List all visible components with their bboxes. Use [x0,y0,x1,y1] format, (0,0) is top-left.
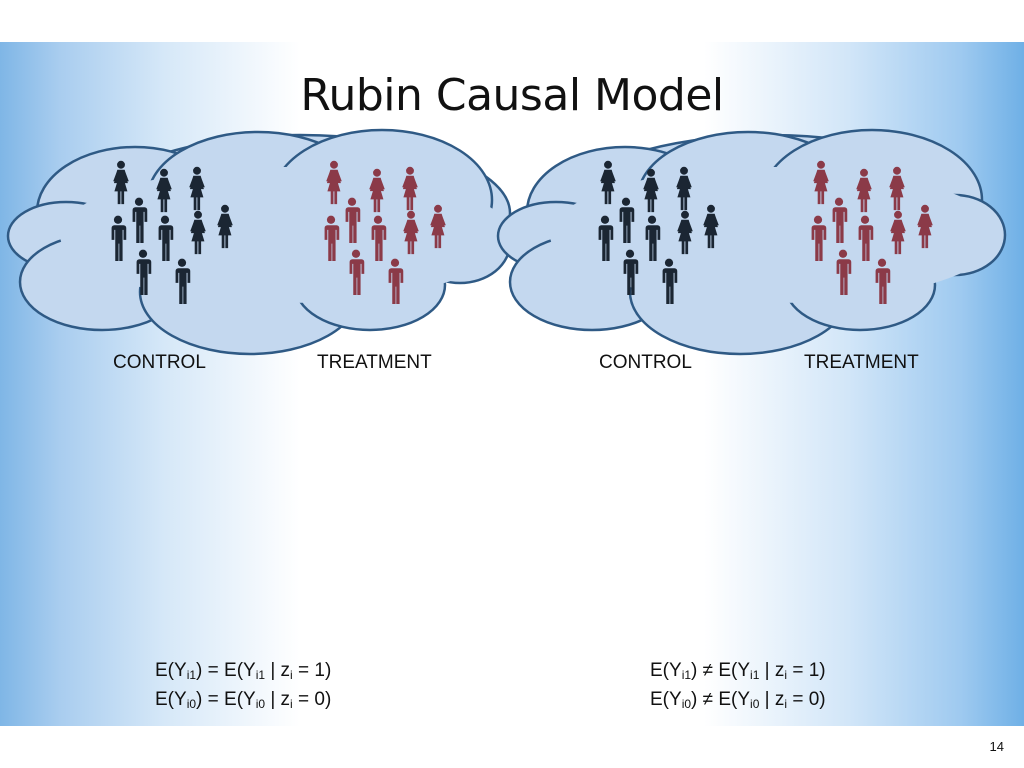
right-equations: E(Yi1) ≠ E(Yi1 | zi = 1) E(Yi0) ≠ E(Yi0 … [650,656,826,714]
bottom-band [0,726,1024,768]
page-number: 14 [989,739,1004,754]
equation-line: E(Yi1) = E(Yi1 | zi = 1) [155,660,332,682]
slide-title: Rubin Causal Model [300,70,724,121]
top-band [0,0,1024,42]
left-control-label: CONTROL [113,352,206,373]
right-control-label: CONTROL [599,352,692,373]
equation-line: E(Yi1) ≠ E(Yi1 | zi = 1) [650,660,826,682]
equation-line: E(Yi0) ≠ E(Yi0 | zi = 0) [650,689,826,711]
left-treatment-label: TREATMENT [317,352,432,373]
equation-line: E(Yi0) = E(Yi0 | zi = 0) [155,689,332,711]
right-cloud [496,128,1007,356]
right-treatment-label: TREATMENT [804,352,919,373]
left-equations: E(Yi1) = E(Yi1 | zi = 1) E(Yi0) = E(Yi0 … [155,656,331,714]
